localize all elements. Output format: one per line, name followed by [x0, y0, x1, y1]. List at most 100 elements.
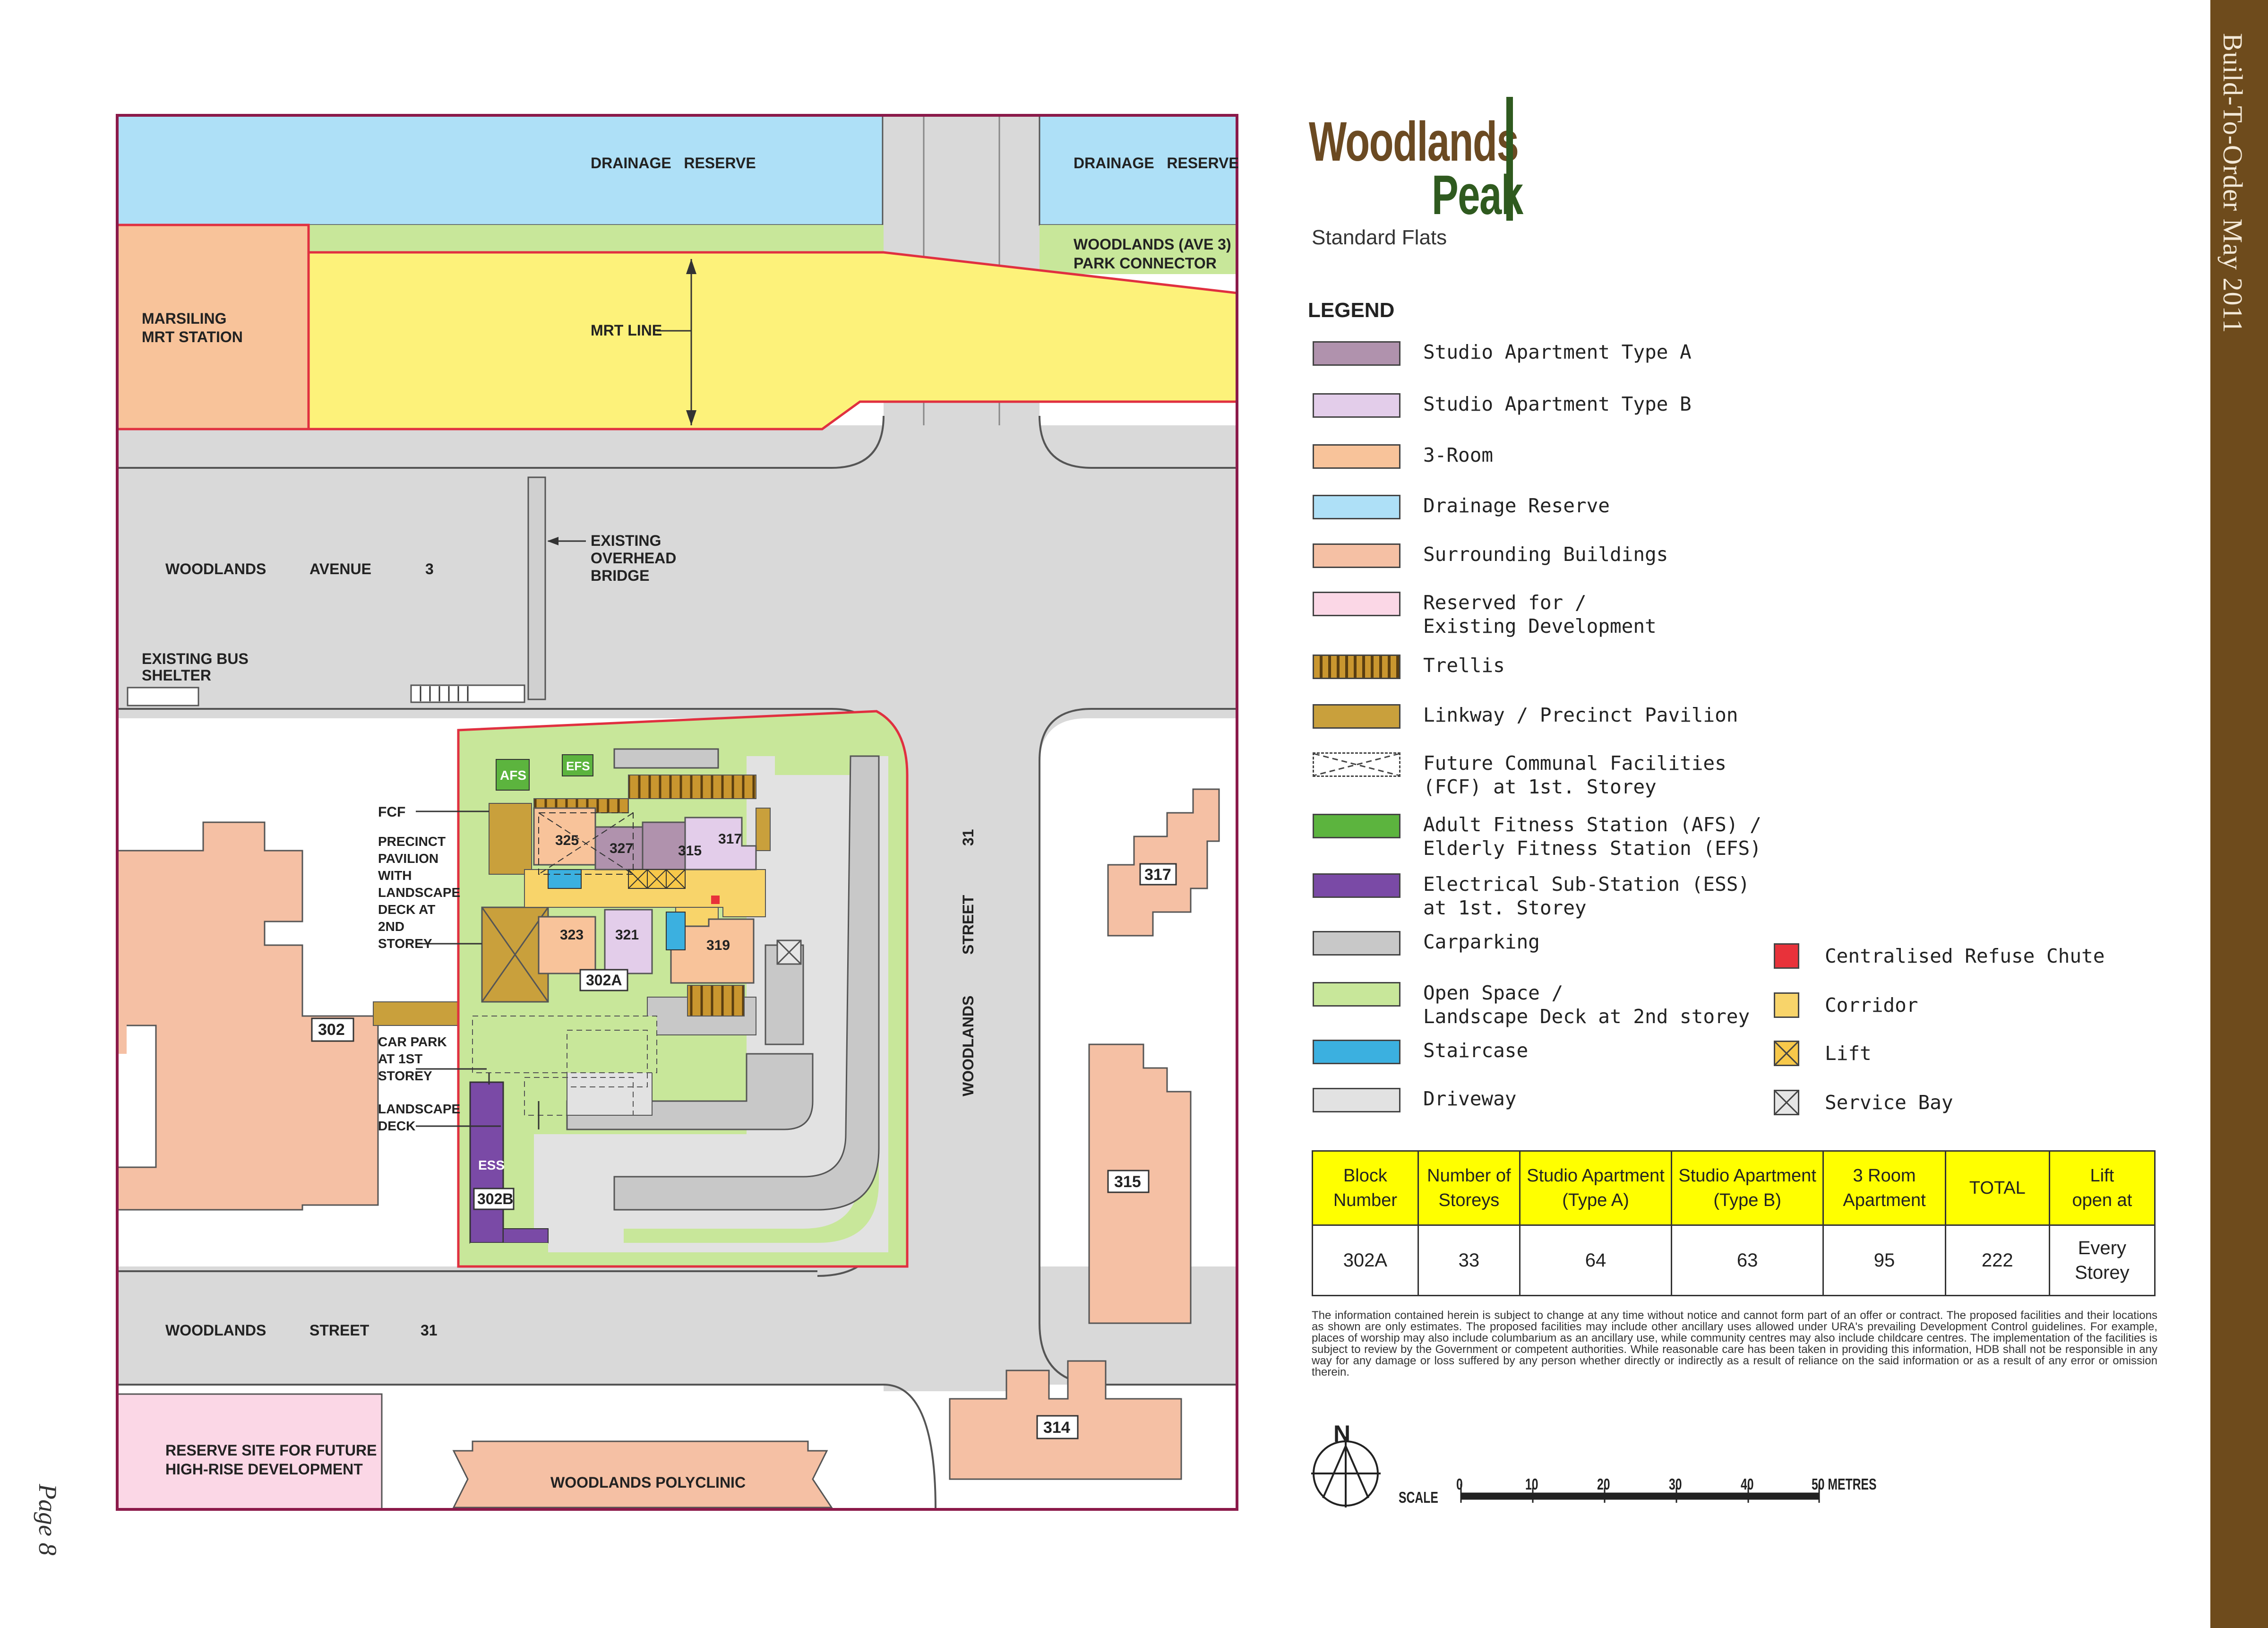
block-323-unit	[538, 916, 596, 974]
green-strip	[309, 225, 884, 252]
label-fcf: FCF	[378, 804, 405, 820]
table-row: 302A 33 64 63 95 222 Every Storey	[1312, 1224, 2156, 1296]
label-319: 319	[706, 938, 730, 953]
efs-station	[562, 754, 593, 776]
legend-label: Lift	[1825, 1042, 1872, 1065]
subtitle: Standard Flats	[1312, 226, 1447, 249]
legend-label-line1: Open Space /	[1423, 982, 1564, 1004]
scale-tick-50: 50 METRES	[1812, 1475, 1877, 1493]
legend-label-line2: Landscape Deck at 2nd storey	[1423, 1005, 1750, 1028]
legend-label-line2: Elderly Fitness Station (EFS)	[1423, 837, 1761, 860]
logo-peak: Peak	[1432, 164, 1523, 226]
page-number: Page 8	[34, 1484, 62, 1556]
label-pavilion-5: 2ND	[378, 919, 404, 934]
legend-swatch	[1313, 655, 1400, 679]
legend-label-line2: at 1st. Storey	[1423, 896, 1587, 919]
label-mrt-line: MRT LINE	[591, 322, 662, 339]
linkway-302	[373, 1001, 459, 1026]
legend-label-line1: Trellis	[1423, 654, 1505, 677]
label-317-unit: 317	[718, 831, 742, 847]
scale-tick-30: 30	[1669, 1475, 1682, 1493]
label-bridge-3: BRIDGE	[591, 567, 649, 584]
legend-label: Future Communal Facilities(FCF) at 1st. …	[1423, 751, 1727, 799]
bus-shelter	[127, 687, 199, 706]
label-park-connector-1: WOODLANDS (AVE 3)	[1074, 236, 1231, 253]
legend-label: Driveway	[1423, 1087, 1516, 1111]
legend-swatch	[1313, 495, 1400, 519]
label-reserve-site-2: HIGH-RISE DEVELOPMENT	[165, 1461, 363, 1478]
staircase-1	[548, 869, 582, 889]
north-compass	[1311, 1437, 1381, 1507]
label-drainage-reserve-east: DRAINAGE RESERVE	[1074, 155, 1239, 172]
legend-label-line2: (FCF) at 1st. Storey	[1423, 775, 1657, 798]
label-pavilion-3: LANDSCAPE	[378, 885, 460, 900]
label-325: 325	[555, 833, 579, 848]
legend-label-line1: Studio Apartment Type A	[1423, 341, 1692, 363]
legend-swatch	[1313, 341, 1400, 366]
label-pavilion-6: STOREY	[378, 936, 432, 951]
trellis-north	[628, 775, 756, 799]
legend-label: Electrical Sub-Station (ESS)at 1st. Stor…	[1423, 872, 1750, 920]
legend-swatch-small	[1774, 1090, 1799, 1115]
legend-label-line1: Adult Fitness Station (AFS) /	[1423, 813, 1761, 836]
label-pavilion-1: PAVILION	[378, 851, 438, 866]
mrt-line-band	[307, 251, 1237, 431]
cell-studio-a: 64	[1519, 1224, 1673, 1296]
label-avenue-3: 3	[425, 560, 434, 577]
label-vstreet-1: WOODLANDS	[960, 996, 977, 1096]
label-landscape-deck-1: DECK	[378, 1119, 415, 1133]
label-street-2: STREET	[309, 1322, 369, 1339]
legend-label-line2: Existing Development	[1423, 615, 1657, 637]
legend-swatch	[1313, 704, 1400, 729]
label-302: 302	[318, 1021, 345, 1039]
block-321-unit	[604, 909, 653, 974]
sidebar-title: Build-To-Order May 2011	[2217, 33, 2248, 334]
cell-3room: 95	[1822, 1224, 1946, 1296]
label-efs: EFS	[566, 759, 590, 773]
woodlands-polyclinic	[452, 1440, 833, 1508]
scale-bar	[1460, 1484, 1820, 1503]
legend-swatch	[1313, 592, 1400, 616]
label-pavilion-0: PRECINCT	[378, 834, 446, 849]
label-323: 323	[560, 927, 584, 943]
label-street-3: 31	[421, 1322, 438, 1339]
legend-label: Linkway / Precinct Pavilion	[1423, 703, 1738, 727]
legend-label: Adult Fitness Station (AFS) /Elderly Fit…	[1423, 813, 1761, 860]
legend-swatch	[1313, 1040, 1400, 1064]
label-avenue-1: WOODLANDS	[165, 560, 266, 577]
label-ess: ESS	[478, 1158, 505, 1172]
label-carpark-2: STOREY	[378, 1068, 432, 1083]
legend-label: Reserved for /Existing Development	[1423, 591, 1657, 638]
legend-swatch-small	[1774, 992, 1799, 1018]
park-connector-strip	[1040, 225, 1237, 274]
refuse-chute	[711, 896, 720, 904]
cell-storeys: 33	[1417, 1224, 1521, 1296]
legend-swatch	[1313, 752, 1400, 777]
lift-shafts	[628, 869, 686, 889]
map-frame	[116, 114, 1238, 1511]
cell-lift: Every Storey	[2048, 1224, 2156, 1296]
label-carpark-0: CAR PARK	[378, 1034, 447, 1049]
label-pavilion-2: WITH	[378, 868, 412, 883]
label-bridge-1: EXISTING	[591, 532, 661, 549]
cell-studio-b: 63	[1671, 1224, 1824, 1296]
legend-swatch	[1313, 1088, 1400, 1112]
drainage-reserve-west	[117, 115, 884, 226]
legend-label: 3-Room	[1423, 443, 1493, 467]
legend-label: Surrounding Buildings	[1423, 543, 1668, 566]
label-bus-1: EXISTING BUS	[142, 650, 249, 667]
legend-label-line1: Carparking	[1423, 930, 1540, 953]
legend-label: Corridor	[1825, 994, 1918, 1016]
label-315: 315	[1114, 1173, 1141, 1191]
legend-swatch	[1313, 543, 1400, 568]
scale-tick-20: 20	[1597, 1475, 1610, 1493]
legend-swatch	[1313, 444, 1400, 469]
label-mrt-station-2: MRT STATION	[142, 328, 243, 345]
th-total: TOTAL	[1944, 1150, 2050, 1226]
woodlands-avenue-3-road	[117, 425, 1237, 718]
